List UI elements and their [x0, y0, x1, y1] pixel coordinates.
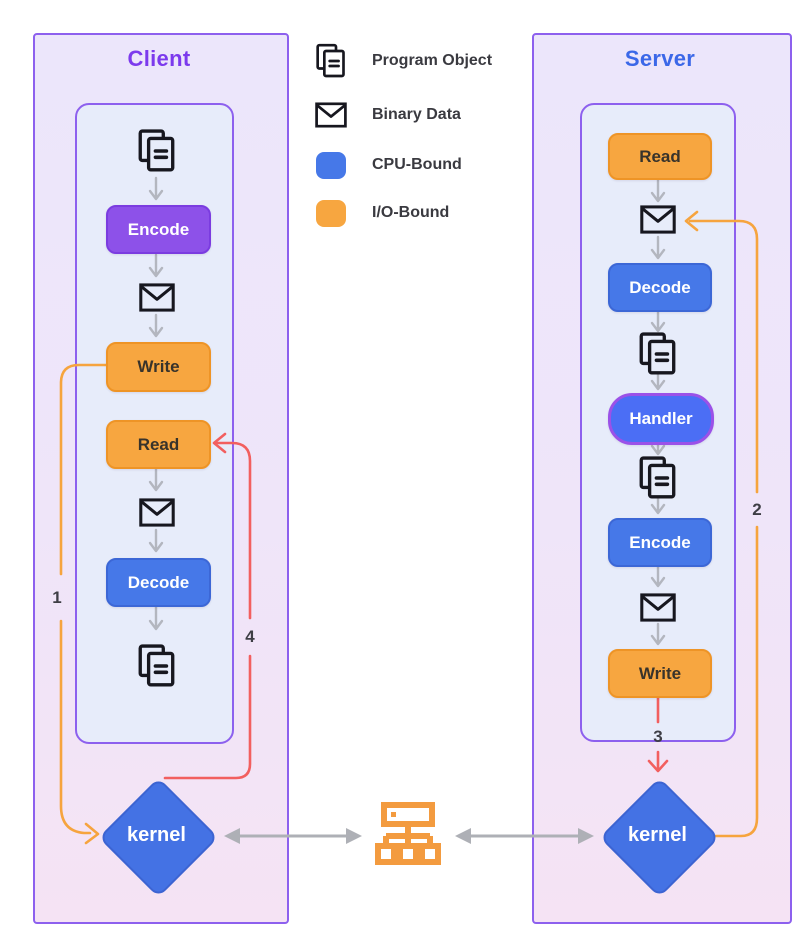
sequence-label-1: 1: [52, 588, 62, 607]
kernel-network-link-right: [455, 828, 594, 844]
client-read-box: Read: [106, 420, 211, 469]
server-kernel-label: kernel: [628, 824, 687, 846]
server-decode-box: Decode: [608, 263, 712, 312]
legend-item-io-bound: I/O-Bound: [314, 194, 449, 232]
binary-data-envelope-icon: [314, 102, 348, 128]
server-write-box: Write: [608, 649, 712, 698]
sequence-label-4: 4: [245, 627, 255, 646]
legend-label-cpu-bound: CPU-Bound: [372, 156, 462, 173]
flow-arrows-client: [148, 176, 164, 631]
server-binary-data-envelope-icon-top: [640, 205, 676, 234]
client-program-object-icon-top: [138, 129, 176, 173]
sequence-path-1: [59, 363, 108, 845]
server-read-box: Read: [608, 133, 712, 180]
server-program-object-icon-top: [639, 332, 677, 376]
sequence-path-4: [163, 432, 252, 780]
sequence-label-2: 2: [752, 500, 762, 519]
sequence-label-3: 3: [653, 727, 663, 746]
sequence-path-3: [647, 696, 669, 773]
sequence-path-2: [684, 210, 759, 838]
server-program-object-icon-bottom: [639, 456, 677, 500]
cpu-bound-swatch-icon: [314, 151, 348, 179]
server-panel-title: Server: [624, 46, 696, 71]
client-binary-data-envelope-icon-top: [139, 283, 175, 312]
server-encode-box: Encode: [608, 518, 712, 567]
legend-label-binary-data: Binary Data: [372, 106, 461, 123]
legend-label-program-object: Program Object: [372, 52, 493, 69]
server-binary-data-envelope-icon-bottom: [640, 593, 676, 622]
legend-label-io-bound: I/O-Bound: [372, 204, 450, 221]
client-decode-box: Decode: [106, 558, 211, 607]
legend-item-program-object: Program Object: [314, 42, 492, 80]
legend-item-binary-data: Binary Data: [314, 96, 461, 134]
io-bound-swatch-icon: [314, 199, 348, 227]
server-handler-pill: Handler: [608, 393, 714, 445]
client-kernel-label: kernel: [127, 824, 186, 846]
network-hub-icon: [373, 799, 443, 869]
kernel-network-link-left: [224, 828, 362, 844]
client-program-object-icon-bottom: [138, 644, 176, 688]
client-panel-title: Client: [127, 46, 191, 71]
program-object-icon: [314, 43, 348, 79]
client-binary-data-envelope-icon-bottom: [139, 498, 175, 527]
client-write-box: Write: [106, 342, 211, 392]
legend-item-cpu-bound: CPU-Bound: [314, 146, 462, 184]
client-encode-box: Encode: [106, 205, 211, 254]
flow-arrows-server: [650, 178, 666, 646]
